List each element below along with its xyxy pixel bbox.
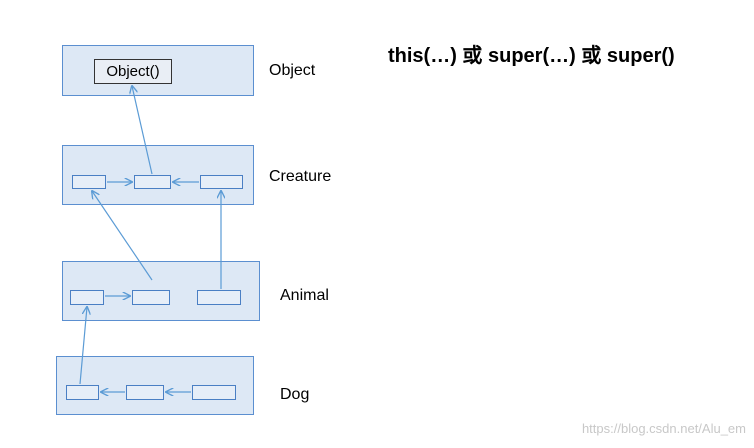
creature-layer-label: Creature xyxy=(269,168,332,185)
arrow-creature-to-object xyxy=(132,86,153,175)
arrow-animal-2-to-creature-1 xyxy=(92,191,153,281)
creature-constructor-3 xyxy=(200,175,243,189)
animal-constructor-3 xyxy=(197,290,241,305)
animal-layer-label: Animal xyxy=(280,287,329,304)
creature-constructor-1 xyxy=(72,175,106,189)
dog-constructor-1 xyxy=(66,385,99,400)
object-constructor-box: Object() xyxy=(94,59,172,84)
headline-text: this(…) 或 super(…) 或 super() xyxy=(388,45,675,67)
dog-constructor-2 xyxy=(126,385,164,400)
creature-constructor-2 xyxy=(134,175,171,189)
arrow-dog-1-to-animal-1 xyxy=(79,307,87,385)
object-constructor-label: Object() xyxy=(106,63,160,80)
animal-constructor-2 xyxy=(132,290,170,305)
animal-constructor-1 xyxy=(70,290,104,305)
dog-layer-label: Dog xyxy=(280,386,310,403)
object-layer-label: Object xyxy=(269,62,316,79)
watermark-text: https://blog.csdn.net/Alu_em xyxy=(581,421,746,436)
dog-constructor-3 xyxy=(192,385,236,400)
